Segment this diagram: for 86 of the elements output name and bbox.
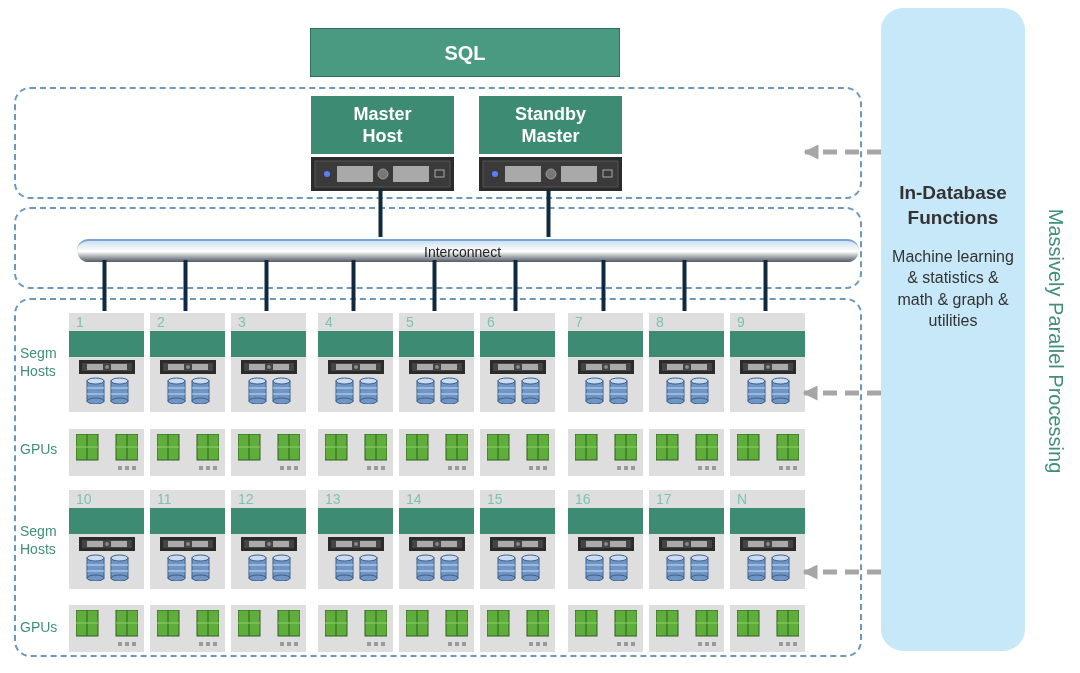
connector-line — [763, 260, 768, 311]
gpu-card — [568, 605, 643, 652]
host-number: 6 — [487, 315, 495, 329]
host-number: 17 — [656, 492, 672, 506]
gpu-card — [568, 429, 643, 476]
gpu-card — [231, 605, 306, 652]
segment-host-card — [318, 490, 393, 589]
segment-host-card — [399, 490, 474, 589]
gpu-card — [69, 605, 144, 652]
connector-line — [378, 189, 383, 237]
gpu-card — [318, 605, 393, 652]
row-label: Segm Hosts — [20, 522, 58, 558]
segment-host-card — [730, 490, 805, 589]
segment-host-card — [649, 313, 724, 412]
segment-host-card — [69, 490, 144, 589]
connector-line — [546, 189, 551, 237]
connector-line — [351, 260, 356, 311]
segment-host-card — [150, 313, 225, 412]
host-number: 11 — [157, 492, 172, 506]
host-number: 15 — [487, 492, 503, 506]
panel-body: Machine learning & statistics & math & graph & utilities — [891, 247, 1015, 331]
gpu-card — [231, 429, 306, 476]
interconnect-bar — [77, 239, 859, 262]
connector-line — [601, 260, 606, 311]
dashed-arrow — [802, 385, 881, 401]
gpu-card — [730, 429, 805, 476]
host-number: 9 — [737, 315, 745, 329]
dashed-group-frame — [14, 87, 862, 199]
connector-line — [264, 260, 269, 311]
host-number: 7 — [575, 315, 583, 329]
gpu-card — [69, 429, 144, 476]
segment-host-card — [568, 490, 643, 589]
segment-host-card — [318, 313, 393, 412]
connector-line — [183, 260, 188, 311]
dashed-arrow — [802, 564, 881, 580]
gpu-card — [399, 605, 474, 652]
host-title: Standby Master — [514, 102, 587, 148]
segment-host-card — [150, 490, 225, 589]
interconnect-label: Interconnect — [424, 244, 502, 259]
gpu-card — [730, 605, 805, 652]
connector-line — [102, 260, 107, 311]
host-number: 16 — [575, 492, 591, 506]
segment-host-card — [231, 490, 306, 589]
segment-host-card — [480, 490, 555, 589]
sql-box: SQL — [310, 28, 620, 77]
gpu-card — [480, 605, 555, 652]
host-number: 4 — [325, 315, 333, 329]
vertical-side-label: Massively Parallel Processing — [1044, 208, 1068, 474]
dashed-group-frame — [14, 298, 862, 657]
segment-host-card — [231, 313, 306, 412]
dashed-group-frame — [14, 207, 862, 289]
segment-host-card — [649, 490, 724, 589]
panel-title: In-Database Functions — [898, 181, 1008, 230]
host-number: 1 — [76, 315, 84, 329]
functions-panel — [881, 8, 1025, 651]
segment-host-card — [568, 313, 643, 412]
host-number: 13 — [325, 492, 341, 506]
gpu-card — [318, 429, 393, 476]
gpu-card — [649, 429, 724, 476]
host-number: 14 — [406, 492, 422, 506]
connector-line — [682, 260, 687, 311]
dashed-arrow — [803, 144, 881, 160]
row-label: GPUs — [20, 440, 59, 458]
master-server — [479, 96, 622, 191]
segment-host-card — [730, 313, 805, 412]
segment-host-card — [399, 313, 474, 412]
host-number: 8 — [656, 315, 664, 329]
host-number: 3 — [238, 315, 246, 329]
host-number: 10 — [76, 492, 92, 506]
master-server — [311, 96, 454, 191]
host-number: 5 — [406, 315, 414, 329]
row-label: GPUs — [20, 618, 59, 636]
gpu-card — [480, 429, 555, 476]
connector-line — [513, 260, 518, 311]
host-number: 12 — [238, 492, 254, 506]
connector-line — [432, 260, 437, 311]
segment-host-card — [480, 313, 555, 412]
gpu-card — [150, 429, 225, 476]
host-number: N — [737, 492, 748, 506]
host-title: Master Host — [352, 102, 413, 148]
gpu-card — [649, 605, 724, 652]
gpu-card — [150, 605, 225, 652]
segment-host-card — [69, 313, 144, 412]
gpu-card — [399, 429, 474, 476]
row-label: Segm Hosts — [20, 344, 58, 380]
host-number: 2 — [157, 315, 165, 329]
